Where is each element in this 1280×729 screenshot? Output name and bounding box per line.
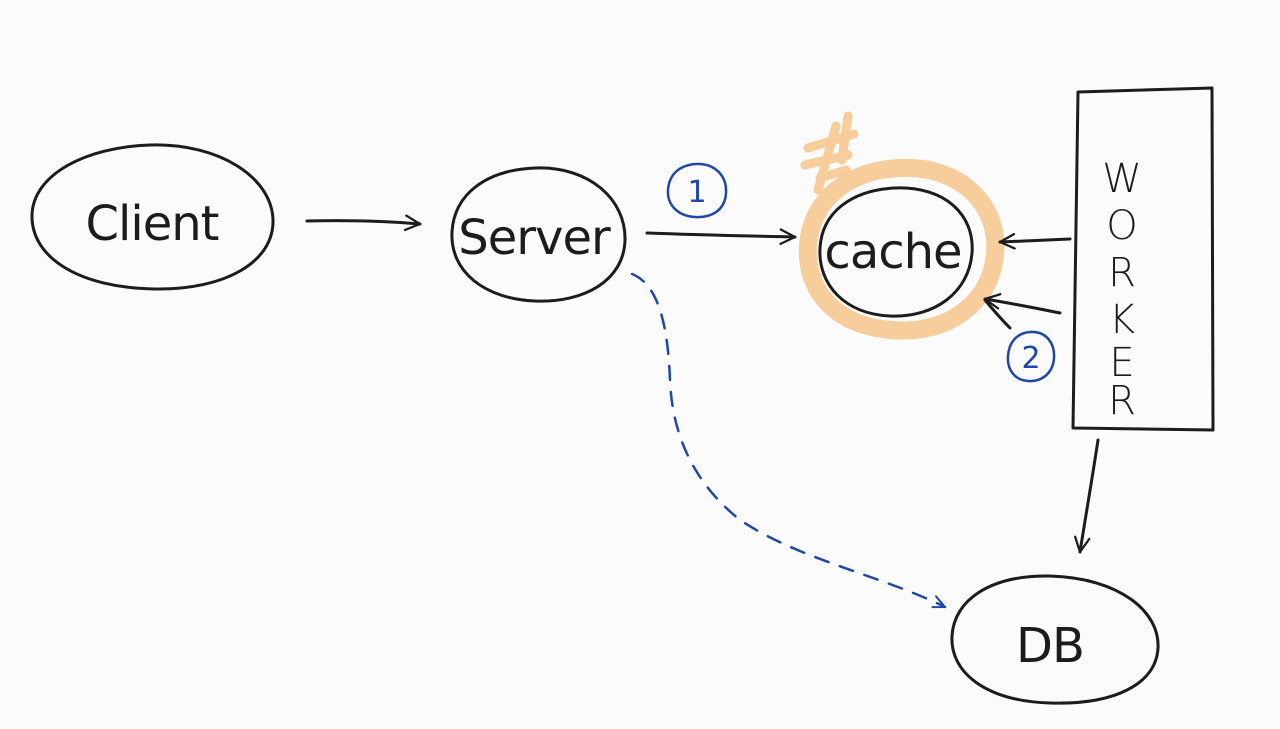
db-node: DB bbox=[950, 574, 1160, 705]
worker-letter-5: E bbox=[1109, 340, 1134, 386]
arrow-worker-to-cache-upper bbox=[998, 232, 1072, 250]
arrow-worker-to-cache-lower bbox=[983, 293, 1062, 315]
dashed-arrow-server-to-db bbox=[630, 272, 947, 609]
worker-letter-4: K bbox=[1109, 297, 1135, 343]
step-2-label: 2 bbox=[1021, 341, 1040, 376]
cache-label: cache bbox=[824, 224, 961, 280]
db-label: DB bbox=[1016, 618, 1084, 674]
step-1-badge: 1 bbox=[666, 162, 728, 219]
worker-letter-3: R bbox=[1108, 250, 1136, 296]
client-node: Client bbox=[30, 143, 275, 291]
worker-letter-6: R bbox=[1108, 378, 1136, 424]
client-label: Client bbox=[86, 196, 219, 252]
arrow-server-to-cache bbox=[645, 228, 797, 246]
star-doodle-icon bbox=[800, 111, 859, 195]
worker-letter-2: O bbox=[1106, 203, 1137, 249]
cache-node: cache bbox=[818, 186, 974, 318]
worker-node: W O R K E R bbox=[1071, 86, 1215, 432]
server-node: Server bbox=[450, 166, 627, 303]
cache-highlight bbox=[798, 111, 1005, 340]
step-2-badge: 2 bbox=[1006, 330, 1056, 383]
step-1-label: 1 bbox=[687, 175, 706, 210]
arrow-worker-to-db bbox=[1073, 438, 1100, 554]
arrow-client-to-server bbox=[305, 214, 422, 232]
arrow-worker-to-cache-lower-tail bbox=[983, 298, 1012, 330]
worker-letter-1: W bbox=[1102, 156, 1142, 202]
server-label: Server bbox=[458, 210, 611, 266]
